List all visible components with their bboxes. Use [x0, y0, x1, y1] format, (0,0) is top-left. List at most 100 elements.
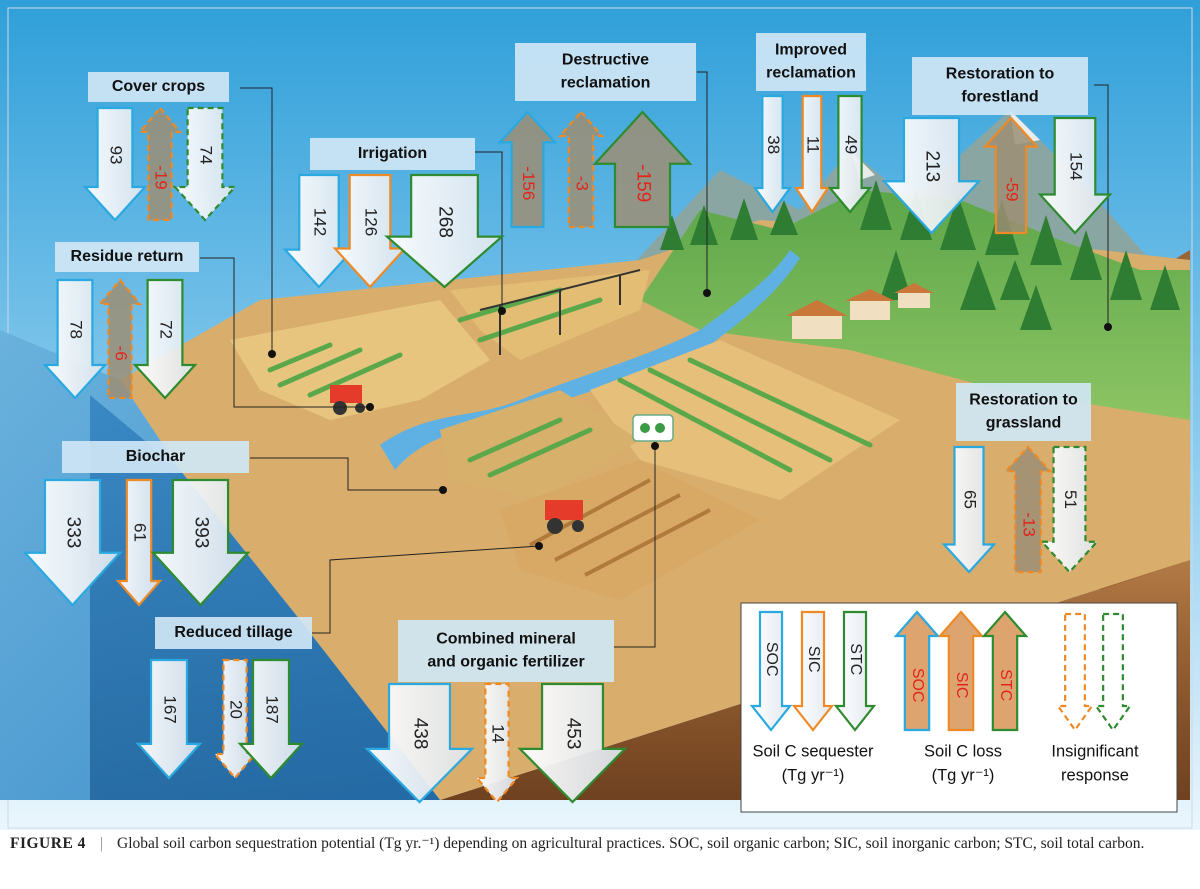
cover-crops-sic-value: -19: [152, 165, 171, 190]
restoration-forestland-soc-arrow: 213: [881, 116, 982, 235]
biochar-stc-arrow-shape: [150, 478, 251, 607]
residue-return-stc-arrow: 72: [132, 278, 198, 400]
restoration-forestland-stc-value: 154: [1067, 152, 1086, 180]
combined-fertilizer-title-line: and organic fertilizer: [427, 654, 584, 671]
caption-separator: |: [99, 835, 104, 852]
restoration-grassland-label-box: [956, 383, 1091, 441]
improved-reclamation-soc-value: 38: [764, 135, 783, 154]
reduced-tillage-title-line: Reduced tillage: [174, 624, 292, 641]
cover-crops-stc-arrow-shape: [172, 106, 238, 222]
improved-reclamation-stc-arrow: 49: [827, 94, 873, 214]
residue-return-stc-arrow-shape: [132, 278, 198, 400]
combined-fertilizer-sic-arrow: 14: [474, 682, 520, 804]
improved-reclamation-stc-arrow-shape: [827, 94, 873, 214]
cover-crops-stc-value: 74: [197, 146, 216, 165]
legend-loss-soc-shape: [893, 610, 941, 732]
reduced-tillage-label: Reduced tillage: [155, 617, 312, 649]
restoration-grassland-sic-arrow-shape: [1003, 445, 1053, 574]
restoration-forestland-sic-value: -59: [1003, 177, 1022, 202]
legend-loss-soc-label: SOC: [909, 668, 926, 703]
restoration-forestland-label-box: [912, 57, 1088, 115]
legend-loss-soc-arrow: SOC: [893, 610, 941, 732]
cover-crops-stc-arrow: 74: [172, 106, 238, 222]
tractor-icon: [545, 500, 584, 534]
legend-insig-caption: Insignificant: [1051, 742, 1139, 760]
residue-return-stc-value: 72: [157, 320, 176, 339]
leader-lines: [200, 71, 1109, 648]
legend-loss-sic-shape: [937, 610, 985, 732]
legend-insig-caption: response: [1061, 766, 1129, 784]
destructive-reclamation-sic-arrow-shape: [557, 110, 605, 229]
destructive-reclamation-arrows: -156-3-159: [497, 110, 693, 229]
restoration-forestland-soc-value: 213: [921, 150, 942, 182]
improved-reclamation-sic-arrow: 11: [793, 94, 831, 214]
restoration-forestland-title-line: Restoration to: [946, 66, 1055, 83]
legend-seq-soc-shape: [749, 610, 793, 732]
reduced-tillage-stc-value: 187: [263, 695, 282, 723]
cover-crops-title-line: Cover crops: [112, 78, 205, 95]
restoration-grassland-sic-arrow: -13: [1003, 445, 1053, 574]
combined-fertilizer-stc-value: 453: [562, 718, 583, 750]
restoration-grassland-stc-value: 51: [1061, 490, 1080, 509]
restoration-grassland-stc-arrow: 51: [1039, 445, 1100, 574]
residue-return-soc-arrow: 78: [42, 278, 108, 400]
residue-return-sic-arrow-shape: [97, 278, 143, 400]
legend-seq-stc-shape: [833, 610, 877, 732]
biochar-label-box: [62, 441, 249, 473]
restoration-grassland-soc-arrow-shape: [941, 445, 997, 574]
restoration-forestland-stc-arrow-shape: [1037, 116, 1113, 235]
biochar-soc-arrow-shape: [22, 478, 123, 607]
restoration-grassland-arrows: 65 -13 51: [941, 445, 1100, 574]
destructive-reclamation-soc-arrow: -156: [497, 110, 558, 229]
legend-insig-sic-arrow: [1055, 612, 1095, 732]
residue-return-sic-value: -6: [112, 346, 131, 361]
destructive-reclamation-stc-arrow: -159: [592, 110, 693, 229]
reduced-tillage-label-box: [155, 617, 312, 649]
combined-fertilizer-soc-value: 438: [409, 718, 430, 750]
improved-reclamation-soc-arrow-shape: [752, 94, 793, 214]
biochar-soc-value: 333: [62, 517, 83, 549]
combined-fertilizer-sic-value: 14: [489, 724, 508, 743]
combined-fertilizer-stc-arrow-shape: [517, 682, 628, 804]
cover-crops-soc-arrow: 93: [82, 106, 148, 222]
biochar-soc-arrow: 333: [22, 478, 123, 607]
crop-fields: [230, 270, 900, 600]
biochar-sic-value: 61: [131, 523, 150, 542]
irrigation-title-line: Irrigation: [358, 145, 427, 162]
restoration-grassland-sic-value: -13: [1020, 512, 1039, 537]
forest-trees: [660, 180, 1180, 330]
legend-seq-sic-arrow: SIC: [791, 610, 835, 732]
restoration-forestland-sic-arrow: -59: [982, 116, 1040, 235]
legend-insig-stc-arrow: [1093, 612, 1133, 732]
irrigation-sic-arrow: 126: [332, 173, 408, 289]
cover-crops-soc-arrow-shape: [82, 106, 148, 222]
reduced-tillage-soc-value: 167: [161, 695, 180, 723]
restoration-grassland-soc-arrow: 65: [941, 445, 997, 574]
legend-loss-sic-label: SIC: [953, 672, 970, 699]
legend-sequester-caption: Soil C sequester: [752, 742, 874, 760]
legend-loss-caption: (Tg yr⁻¹): [932, 766, 995, 784]
irrigation-sic-value: 126: [362, 208, 381, 236]
cover-crops-arrows: 93-19 74: [82, 106, 238, 222]
combined-fertilizer-stc-arrow: 453: [517, 682, 628, 804]
irrigation-stc-arrow-shape: [384, 173, 505, 289]
combined-fertilizer-soc-arrow-shape: [364, 682, 475, 804]
destructive-reclamation-stc-arrow-shape: [592, 110, 693, 229]
restoration-grassland-title-line: grassland: [986, 415, 1062, 432]
legend-seq-stc-arrow: STC: [833, 610, 877, 732]
improved-reclamation-sic-arrow-shape: [793, 94, 831, 214]
legend-seq-sic-shape: [791, 610, 835, 732]
reduced-tillage-stc-arrow: 187: [237, 658, 305, 780]
irrigation-sic-arrow-shape: [332, 173, 408, 289]
biochar-stc-arrow: 393: [150, 478, 251, 607]
combined-fertilizer-label-box: [398, 620, 614, 682]
residue-return-soc-arrow-shape: [42, 278, 108, 400]
biochar-sic-arrow: 61: [115, 478, 163, 607]
legend-loss-stc-label: STC: [997, 669, 1014, 701]
